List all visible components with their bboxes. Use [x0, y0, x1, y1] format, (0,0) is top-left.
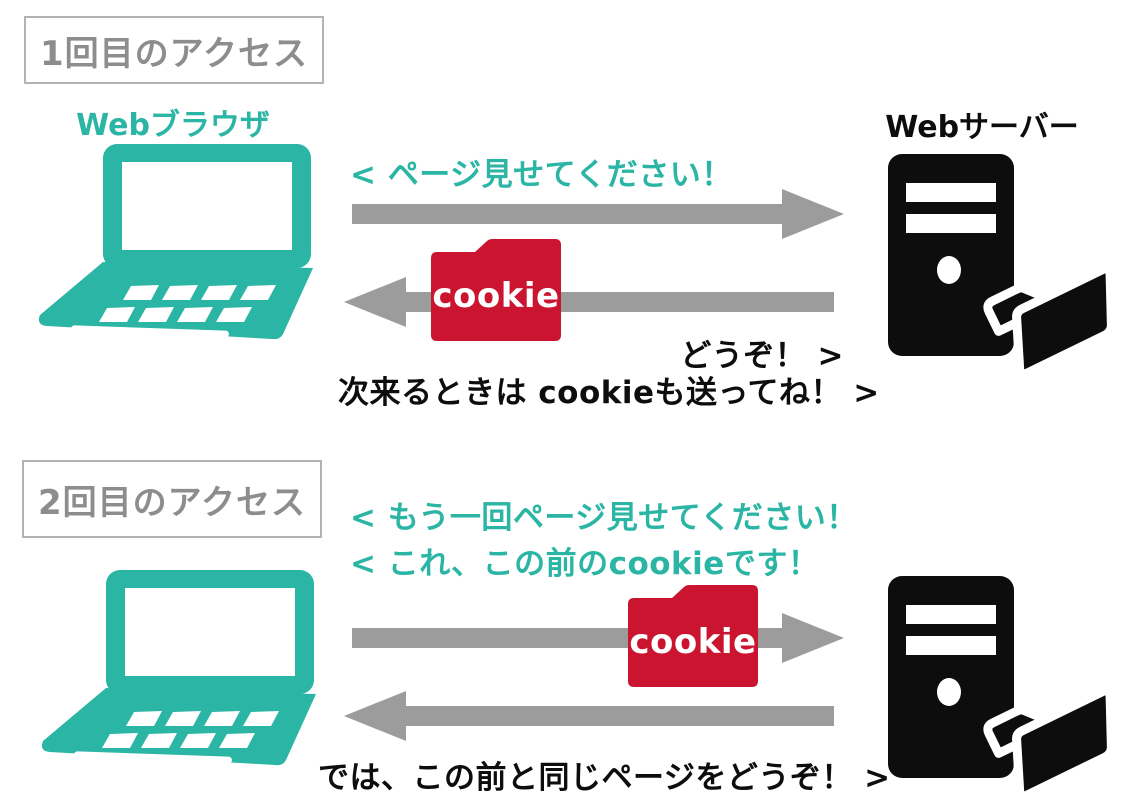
arrow-left-icon [344, 691, 834, 741]
response-message-line2: 次来るときは cookieも送ってね！ > [338, 375, 880, 411]
folder-icon [983, 686, 1116, 801]
cookie-folder-icon: cookie [622, 584, 764, 688]
cookie-folder-label: cookie [629, 622, 757, 662]
server-icon [888, 576, 1116, 801]
request-message: < ページ見せてください！ [350, 157, 733, 193]
cookie-folder-icon: cookie [425, 238, 567, 342]
web-server-label: Webサーバー [885, 110, 1079, 145]
arrow-right-icon [352, 613, 844, 663]
response-message-line1: どうぞ！ > [680, 338, 844, 374]
request-message-1: < もう一回ページ見せてください！ [350, 500, 858, 536]
server-icon [888, 154, 1116, 379]
arrow-right-icon [352, 189, 844, 239]
laptop-icon [41, 570, 316, 766]
web-browser-label: Webブラウザ [76, 108, 270, 143]
request-message-2: < これ、この前のcookieです！ [350, 546, 820, 582]
arrow-left-icon [344, 277, 834, 327]
laptop-icon [38, 144, 313, 340]
response-message: では、この前と同じページをどうぞ！ > [318, 760, 891, 796]
second-access-badge: 2回目のアクセス [22, 460, 322, 538]
cookie-folder-label: cookie [432, 276, 560, 316]
first-access-badge: 1回目のアクセス [24, 16, 324, 84]
folder-icon [983, 264, 1116, 379]
